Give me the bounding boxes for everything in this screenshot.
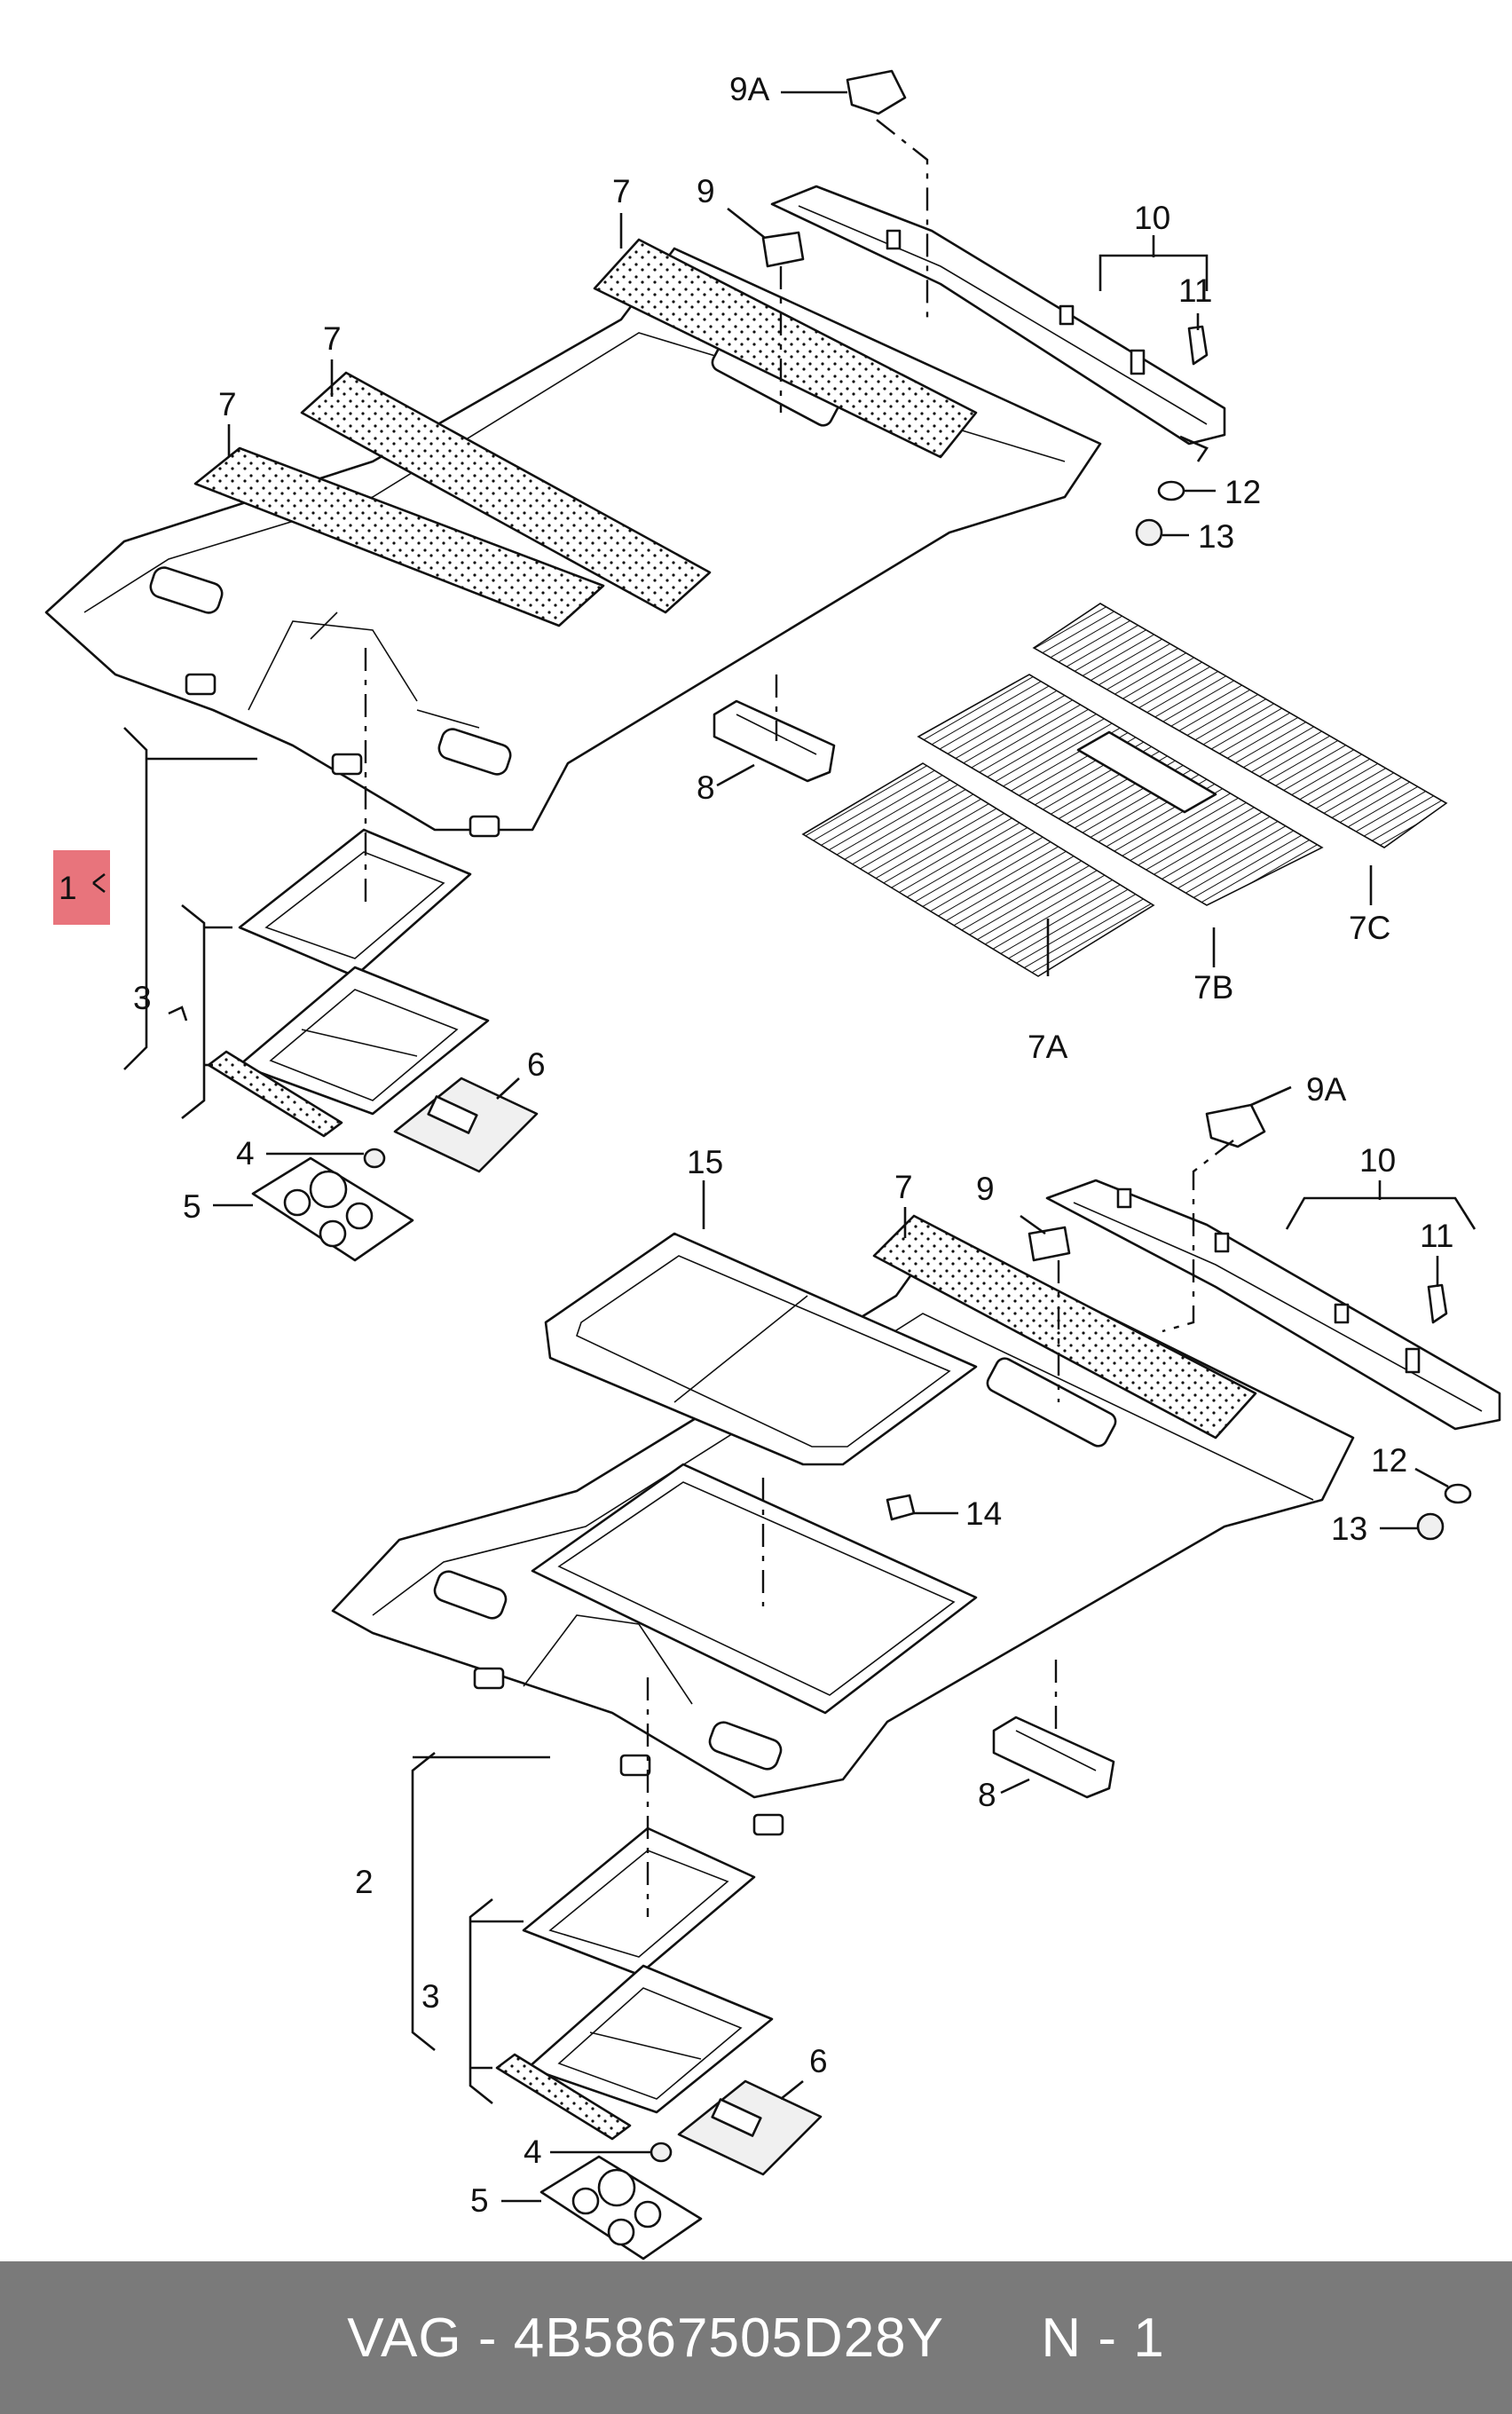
callout-11-lower: 11 [1420,1218,1453,1254]
foam-pad-7b-cutout [1076,730,1217,814]
callout-3-lower: 3 [421,1978,440,2015]
callout-10-upper: 10 [1134,200,1170,236]
callout-7-upper-b: 7 [323,320,342,357]
callout-6-lower: 6 [809,2043,828,2079]
callout-8-lower: 8 [978,1777,996,1813]
callout-7-upper-a: 7 [218,386,237,422]
roof-rail-10-upper [770,185,1226,446]
screw-4-upper [363,1148,386,1169]
callout-2: 2 [355,1864,374,1900]
leader-lines [123,91,1477,2203]
callout-7-upper-c: 7 [612,173,631,209]
mount-frame-3b-lower [526,1964,774,2114]
screw-13-upper [1135,518,1163,547]
callout-1: 1 [59,870,77,906]
callout-10-lower: 10 [1359,1142,1396,1179]
callout-4-upper: 4 [236,1135,255,1172]
callout-7b: 7B [1193,969,1233,1006]
foam-pad-7c [1032,603,1448,848]
callout-7-lower: 7 [894,1169,913,1205]
callout-9-upper: 9 [697,173,715,209]
part-number-footer: VAG - 4B5867505D28Y N - 1 [0,2261,1512,2414]
callout-9-lower: 9 [976,1171,995,1207]
clip-9a-upper [846,69,907,115]
callout-8-upper: 8 [697,769,715,806]
callout-11-upper: 11 [1178,272,1212,309]
callout-5-lower: 5 [470,2182,489,2219]
clip-9-upper [761,231,805,268]
mount-strip-lower [495,2053,632,2141]
washer-12-lower [1444,1483,1472,1504]
lower-headliner-assembly [331,1103,1501,2260]
sunroof-opening-lower [531,1463,978,1715]
footer-brand: VAG [347,2307,462,2369]
clip-11-upper [1187,325,1209,366]
foam-pad-7a [801,762,1155,977]
grab-handle-8-upper [713,699,836,783]
callout-6-upper: 6 [527,1046,546,1083]
parts-exploded-diagram: 1 9A 9 7 7 7 10 11 12 13 8 7A 7B 7C 3 6 … [44,69,1501,2260]
insulation-mat-7-a [193,446,605,627]
callout-9a-upper: 9A [729,71,770,107]
mount-frame-3a-lower [522,1826,756,1976]
mount-frame-3b-upper [238,966,490,1116]
insulation-mat-7-c [593,238,978,459]
mount-frame-3a-upper [238,828,472,978]
callout-labels: 1 9A 9 7 7 7 10 11 12 13 8 7A 7B 7C 3 6 … [53,71,1453,2219]
callout-12-lower: 12 [1371,1442,1407,1479]
footer-separator: - [461,2307,514,2369]
callout-7a: 7A [1028,1029,1068,1065]
callout-9a-lower: 9A [1306,1071,1347,1108]
clip-9-lower [1028,1226,1071,1262]
insulation-mat-7-lower [872,1214,1257,1440]
screw-13-lower [1416,1512,1445,1541]
upper-headliner-assembly [44,69,1448,1262]
callout-4-lower: 4 [524,2134,542,2170]
roof-rail-10-lower [1045,1179,1501,1431]
callout-5-upper: 5 [183,1188,201,1225]
footer-position: N - 1 [1041,2307,1165,2369]
callout-13-upper: 13 [1198,518,1234,555]
washer-12-upper [1157,480,1185,501]
callout-12-upper: 12 [1225,474,1261,510]
callout-13-lower: 13 [1331,1511,1367,1547]
foam-pad-7b [917,674,1324,906]
callout-14: 14 [965,1495,1002,1532]
mount-strip-upper [207,1050,343,1138]
callout-15: 15 [687,1144,723,1180]
clip-9a-lower [1205,1103,1266,1148]
grab-handle-8-lower [992,1716,1115,1799]
callout-3-upper: 3 [133,980,152,1016]
clip-11-lower [1427,1283,1448,1324]
footer-part-number: 4B5867505D28Y [513,2307,945,2369]
sunroof-frame-15 [544,1232,978,1466]
callout-7c: 7C [1349,910,1390,946]
screw-4-lower [650,2142,673,2163]
